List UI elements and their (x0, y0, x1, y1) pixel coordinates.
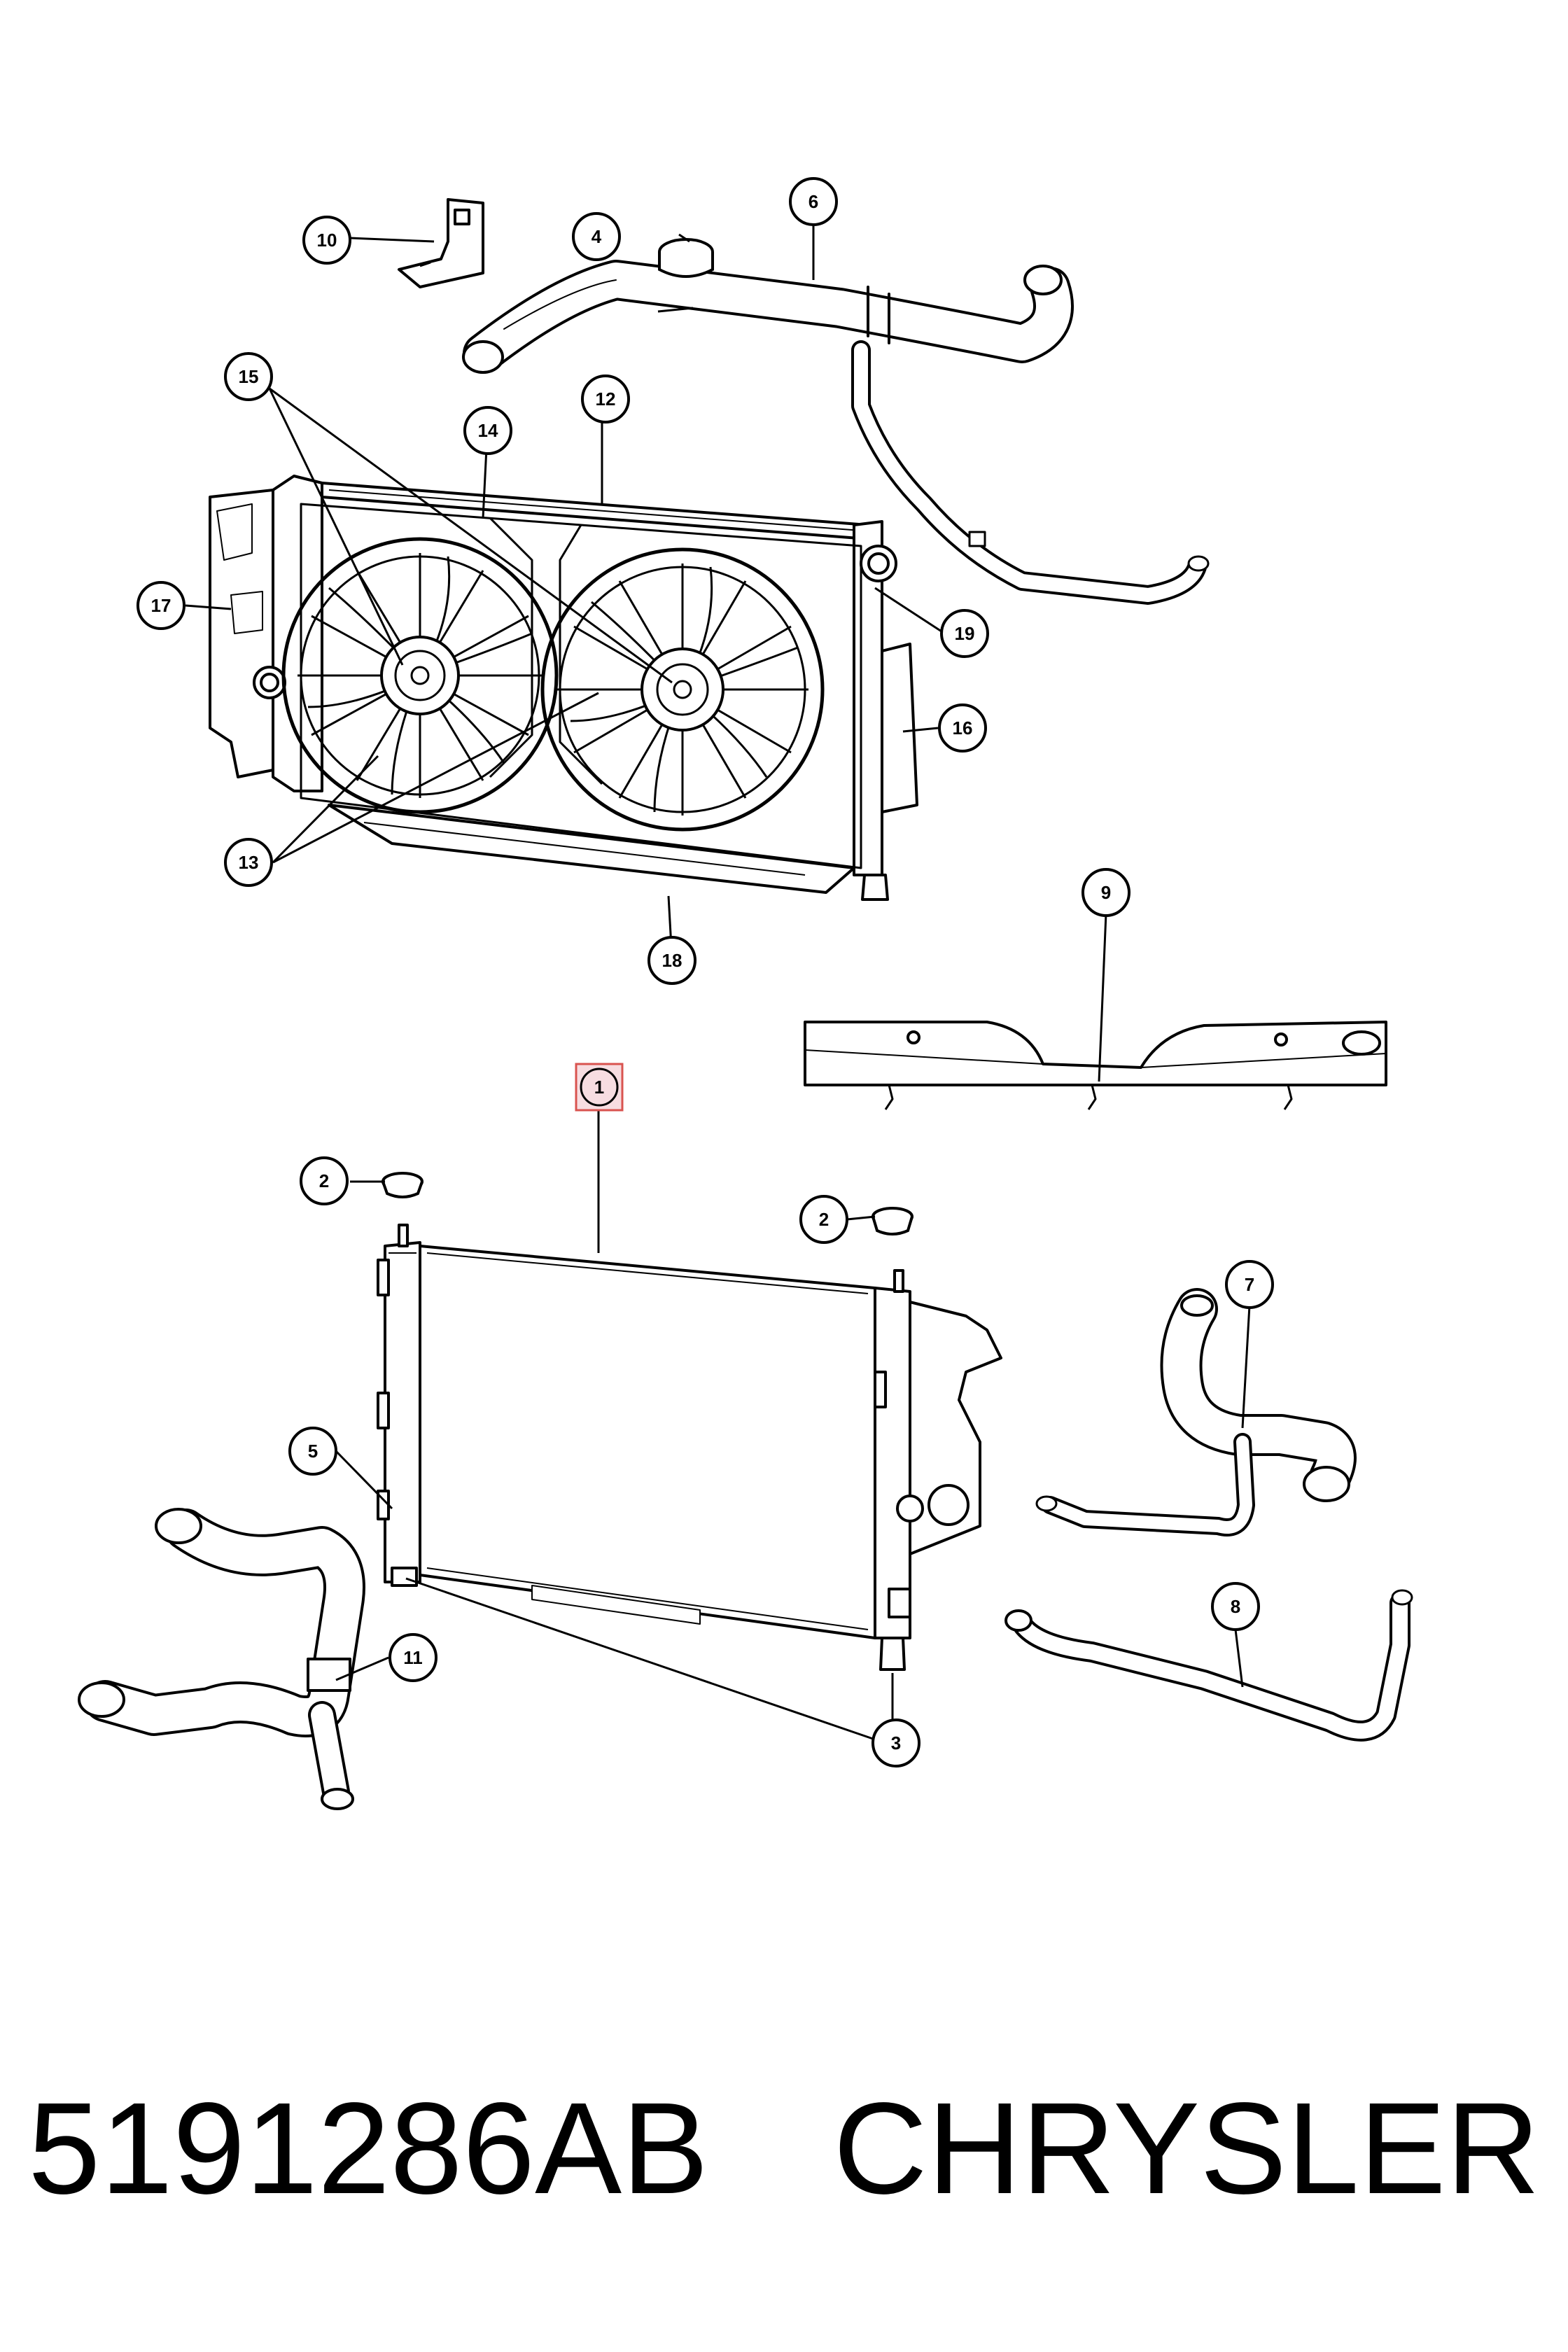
callout-16-label: 16 (953, 718, 973, 738)
callout-8[interactable]: 8 (1211, 1582, 1260, 1631)
callout-3[interactable]: 3 (872, 1718, 920, 1768)
grommet-2-right (872, 1207, 913, 1236)
callout-2-left[interactable]: 2 (300, 1156, 349, 1205)
callout-10[interactable]: 10 (302, 216, 351, 265)
callout-12-label: 12 (596, 388, 616, 410)
callout-5[interactable]: 5 (288, 1427, 337, 1476)
brand-name: CHRYSLER (833, 2076, 1540, 2221)
callout-4-label: 4 (592, 226, 602, 247)
callout-8-label: 8 (1231, 1596, 1240, 1617)
callout-9-label: 9 (1101, 882, 1111, 903)
callout-6[interactable]: 6 (789, 177, 838, 226)
leader-lines (185, 202, 1251, 1741)
grommet-2-left (382, 1172, 424, 1198)
callout-10-label: 10 (317, 230, 337, 251)
callout-2-left-label: 2 (319, 1170, 329, 1191)
callout-18[interactable]: 18 (648, 936, 696, 985)
callout-11[interactable]: 11 (388, 1633, 438, 1682)
callout-4[interactable]: 4 (572, 212, 621, 261)
overflow-hose (851, 340, 1210, 605)
callout-12[interactable]: 12 (581, 374, 630, 424)
part-number: 5191286AB (28, 2076, 709, 2221)
callout-14-label: 14 (478, 420, 498, 441)
callout-15[interactable]: 15 (224, 352, 273, 401)
callout-7-label: 7 (1245, 1274, 1254, 1295)
upper-hose-6 (462, 260, 1074, 374)
callout-6-label: 6 (808, 191, 818, 212)
callout-19[interactable]: 19 (940, 609, 989, 658)
lower-hose-11 (78, 1508, 365, 1810)
bracket-10 (398, 198, 484, 288)
callout-5-label: 5 (308, 1441, 318, 1462)
hose-8 (1004, 1589, 1413, 1742)
callout-1[interactable]: 1 (575, 1063, 624, 1112)
callout-3-label: 3 (891, 1732, 901, 1754)
callout-1-label: 1 (594, 1077, 604, 1098)
callout-15-label: 15 (239, 366, 259, 387)
callout-14[interactable]: 14 (463, 406, 512, 455)
callout-2-right-label: 2 (819, 1209, 829, 1230)
callout-7[interactable]: 7 (1225, 1260, 1274, 1309)
coolant-cap-4 (657, 238, 714, 313)
fan-module-assembly (209, 475, 918, 901)
left-fan (281, 537, 559, 814)
callout-2-right[interactable]: 2 (799, 1195, 848, 1244)
callout-16[interactable]: 16 (938, 704, 987, 752)
callout-11-label: 11 (403, 1647, 423, 1668)
callout-17[interactable]: 17 (136, 581, 186, 630)
right-fan (540, 547, 825, 832)
callout-9[interactable]: 9 (1082, 868, 1130, 917)
callout-17-label: 17 (151, 595, 172, 616)
air-deflector-9 (804, 1021, 1387, 1110)
footer-caption: 5191286AB CHRYSLER (28, 2072, 1540, 2226)
callout-13[interactable]: 13 (224, 838, 273, 887)
callout-19-label: 19 (955, 623, 975, 644)
callout-13-label: 13 (239, 852, 259, 873)
callout-18-label: 18 (662, 950, 682, 971)
callouts: 1 2 2 3 4 5 6 (136, 177, 1274, 1768)
hose-7 (1035, 1288, 1357, 1536)
radiator-1 (377, 1224, 1002, 1671)
